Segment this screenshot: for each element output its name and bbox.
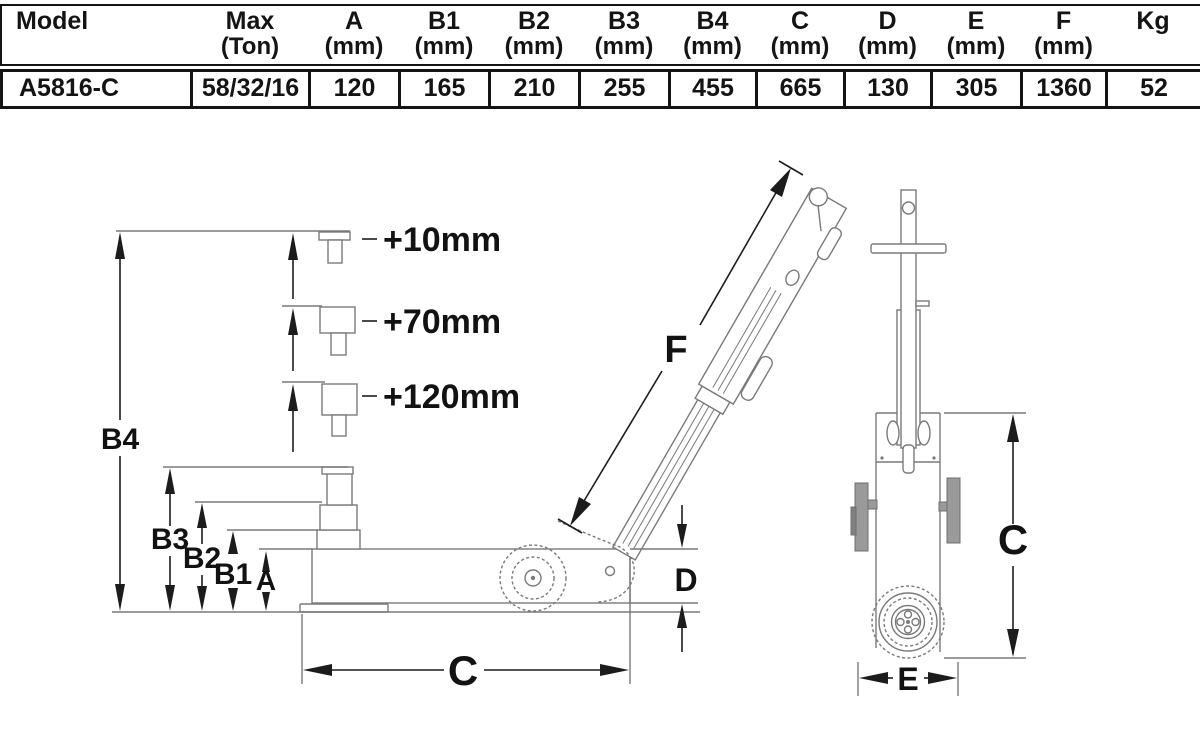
adapter-label-10mm: +10mm: [383, 221, 501, 259]
col-header-kg: Kg: [1136, 7, 1170, 35]
rear-view: [850, 189, 961, 659]
cell-b4: 455: [668, 70, 757, 108]
dim-label-c-rear: C: [998, 516, 1028, 563]
rear-crossbar: [870, 243, 947, 254]
handle-ring: [808, 187, 829, 207]
adapter-70mm: [319, 306, 356, 334]
adapter-label-70mm: +70mm: [383, 303, 501, 341]
col-header-b1: B1(mm): [414, 7, 474, 60]
dimension-c-side: C: [301, 558, 631, 694]
col-header-e: E(mm): [946, 7, 1006, 60]
dimension-a: A: [256, 548, 313, 611]
col-header-model: Model: [16, 7, 89, 35]
saddle-cap: [321, 466, 354, 475]
rear-handle-shaft: [900, 189, 917, 449]
dim-label-a: A: [256, 565, 276, 596]
col-header-a: A(mm): [324, 7, 384, 60]
cell-kg: 52: [1105, 70, 1200, 108]
cell-f: 1360: [1020, 70, 1107, 108]
col-header-b4: B4(mm): [683, 7, 742, 60]
cell-b2: 210: [488, 70, 580, 108]
pivot-plate: [557, 520, 635, 603]
side-wheel: [499, 544, 567, 612]
saddle-stage2: [319, 504, 358, 531]
pivot-hole: [604, 565, 616, 577]
dim-label-d: D: [674, 562, 697, 598]
release-lever: [740, 355, 773, 401]
col-header-d: D(mm): [858, 7, 917, 60]
dimension-c-rear: C: [944, 412, 1028, 659]
dimension-b3: B3: [151, 466, 348, 611]
cell-model: A5816-C: [19, 74, 120, 102]
col-header-b2: B2(mm): [504, 7, 564, 60]
dim-label-e: E: [897, 661, 918, 697]
adapter-10mm: [318, 231, 351, 241]
col-header-c: C(mm): [770, 7, 830, 60]
cell-c: 665: [755, 70, 845, 108]
handle-hole: [785, 269, 800, 286]
foot-plate: [299, 603, 389, 613]
left-grip-tab: [850, 506, 857, 536]
cell-a: 120: [308, 70, 400, 108]
dimension-b4: B4: [101, 232, 140, 611]
ring-pin: [817, 204, 822, 232]
col-header-max: Max(Ton): [220, 7, 280, 60]
dim-label-b4: B4: [101, 423, 140, 456]
side-view: [112, 187, 848, 613]
spec-table-header: Model Max(Ton) A(mm) B1(mm) B2(mm) B3(mm…: [0, 4, 1200, 66]
dim-label-b2: B2: [183, 542, 221, 575]
rear-tube-tip: [902, 444, 915, 474]
height-dimensions: B4 B3 B2: [101, 232, 348, 611]
adapter-label-120mm: +120mm: [383, 378, 520, 416]
dimension-b2: B2: [183, 501, 322, 611]
col-header-f: F(mm): [1034, 7, 1093, 60]
dim-label-b3: B3: [151, 523, 189, 556]
saddle-stage3: [316, 529, 361, 550]
right-grip: [946, 477, 961, 544]
saddle-piston: [326, 472, 353, 506]
jack-technical-drawing: +10mm +70mm +120mm B4: [101, 160, 1028, 697]
cell-b1: 165: [398, 70, 490, 108]
col-header-b3: B3(mm): [594, 7, 654, 60]
cell-b3: 255: [578, 70, 670, 108]
dimension-d: D: [674, 505, 698, 652]
rear-latch: [915, 300, 930, 307]
cell-e: 305: [930, 70, 1022, 108]
cell-d: 130: [843, 70, 932, 108]
jack-body: [311, 548, 631, 604]
left-grip: [854, 482, 869, 552]
handle-clip: [816, 227, 842, 261]
rear-handle-ring-hole: [901, 201, 916, 215]
dim-label-b1: B1: [214, 558, 252, 591]
dim-label-c-side: C: [448, 647, 478, 694]
dimension-e: E: [857, 661, 959, 697]
data-row: A5816-C 58/32/16 120 165 210 255 455 665…: [2, 70, 1200, 108]
dimension-f: F: [557, 160, 804, 534]
dim-label-f: F: [664, 329, 687, 371]
spec-table-row: A5816-C 58/32/16 120 165 210 255 455 665…: [0, 69, 1200, 109]
header-row: Model Max(Ton) A(mm) B1(mm) B2(mm) B3(mm…: [1, 5, 1200, 65]
handle-assembly: [611, 187, 848, 561]
extension-adapters: +10mm +70mm +120mm: [116, 221, 520, 452]
dimension-b1: B1: [214, 529, 318, 611]
adapter-120mm: [321, 383, 358, 416]
cell-max: 58/32/16: [190, 70, 310, 108]
rear-wheel: [871, 585, 945, 659]
